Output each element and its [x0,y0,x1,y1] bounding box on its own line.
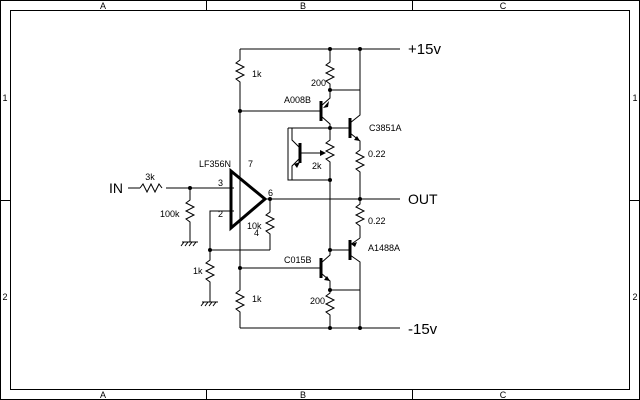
zone-label-top: A [100,1,106,11]
lower-emitter-resistor-022-label: 0.22 [368,216,386,226]
output-upper-transistor [348,49,361,147]
negative-rail [240,326,400,330]
ground-resistor [204,250,216,302]
upper-emitter-resistor-label: 200 [311,78,326,88]
driver-lower-transistor [240,250,331,290]
zone-label-bottom: A [100,390,106,400]
zone-label-bottom: B [300,390,306,400]
lower-emitter-resistor-label: 200 [310,296,325,306]
input-resistor [139,182,163,194]
opamp-pin-label: 3 [218,178,223,188]
lower-emitter-resistor-022 [354,199,366,238]
output-lower-transistor [348,237,361,328]
input-resistor-label: 3k [145,172,155,182]
zone-label-left: 1 [2,93,7,103]
positive-rail-label: +15v [408,41,441,58]
output-terminal-label: OUT [408,191,438,207]
upper-emitter-resistor-022 [354,147,366,199]
upper-emitter-resistor-022-label: 0.22 [368,149,386,159]
driver-upper-label: A008B [284,95,311,105]
opamp-triangle [229,167,268,232]
inner-border [10,10,630,390]
upper-bias-resistor-label: 1k [252,69,262,79]
ground-resistor-label: 1k [193,266,203,276]
zone-label-top: B [300,1,306,11]
input-shunt-resistor-label: 100k [160,209,180,219]
feedback-resistor-label: 10k [247,221,262,231]
ground-symbol [180,241,198,247]
opamp-pin-label: 6 [268,188,273,198]
input-shunt-resistor [184,188,196,242]
zone-label-top: C [500,1,507,11]
bias-pot-label: 2k [312,161,322,171]
driver-lower-label: C015B [284,255,312,265]
zone-label-right: 1 [632,93,637,103]
inv-input-wire [209,210,234,250]
lower-bias-resistor [234,268,246,328]
output-lower-label: A1488A [368,243,400,253]
lower-emitter-resistor [324,290,336,328]
bias-pot [287,127,336,181]
output-upper-label: C3851A [369,123,402,133]
opamp-part-label: LF356N [199,159,231,169]
opamp-pin-label: 7 [248,159,253,169]
negative-rail-label: -15v [408,321,438,338]
opamp-pin-label: 2 [218,209,223,219]
upper-bias-resistor [234,49,246,268]
input-terminal-label: IN [109,180,123,196]
positive-rail [240,47,400,51]
upper-emitter-resistor [324,49,336,90]
bias-transistor [291,128,302,180]
zone-label-left: 2 [2,292,7,302]
zone-label-bottom: C [500,390,507,400]
ground-symbol [200,301,218,307]
lower-bias-resistor-label: 1k [252,294,262,304]
feedback-resistor [264,199,276,250]
zone-label-right: 2 [632,292,637,302]
opamp-pin-label: 4 [254,228,259,238]
